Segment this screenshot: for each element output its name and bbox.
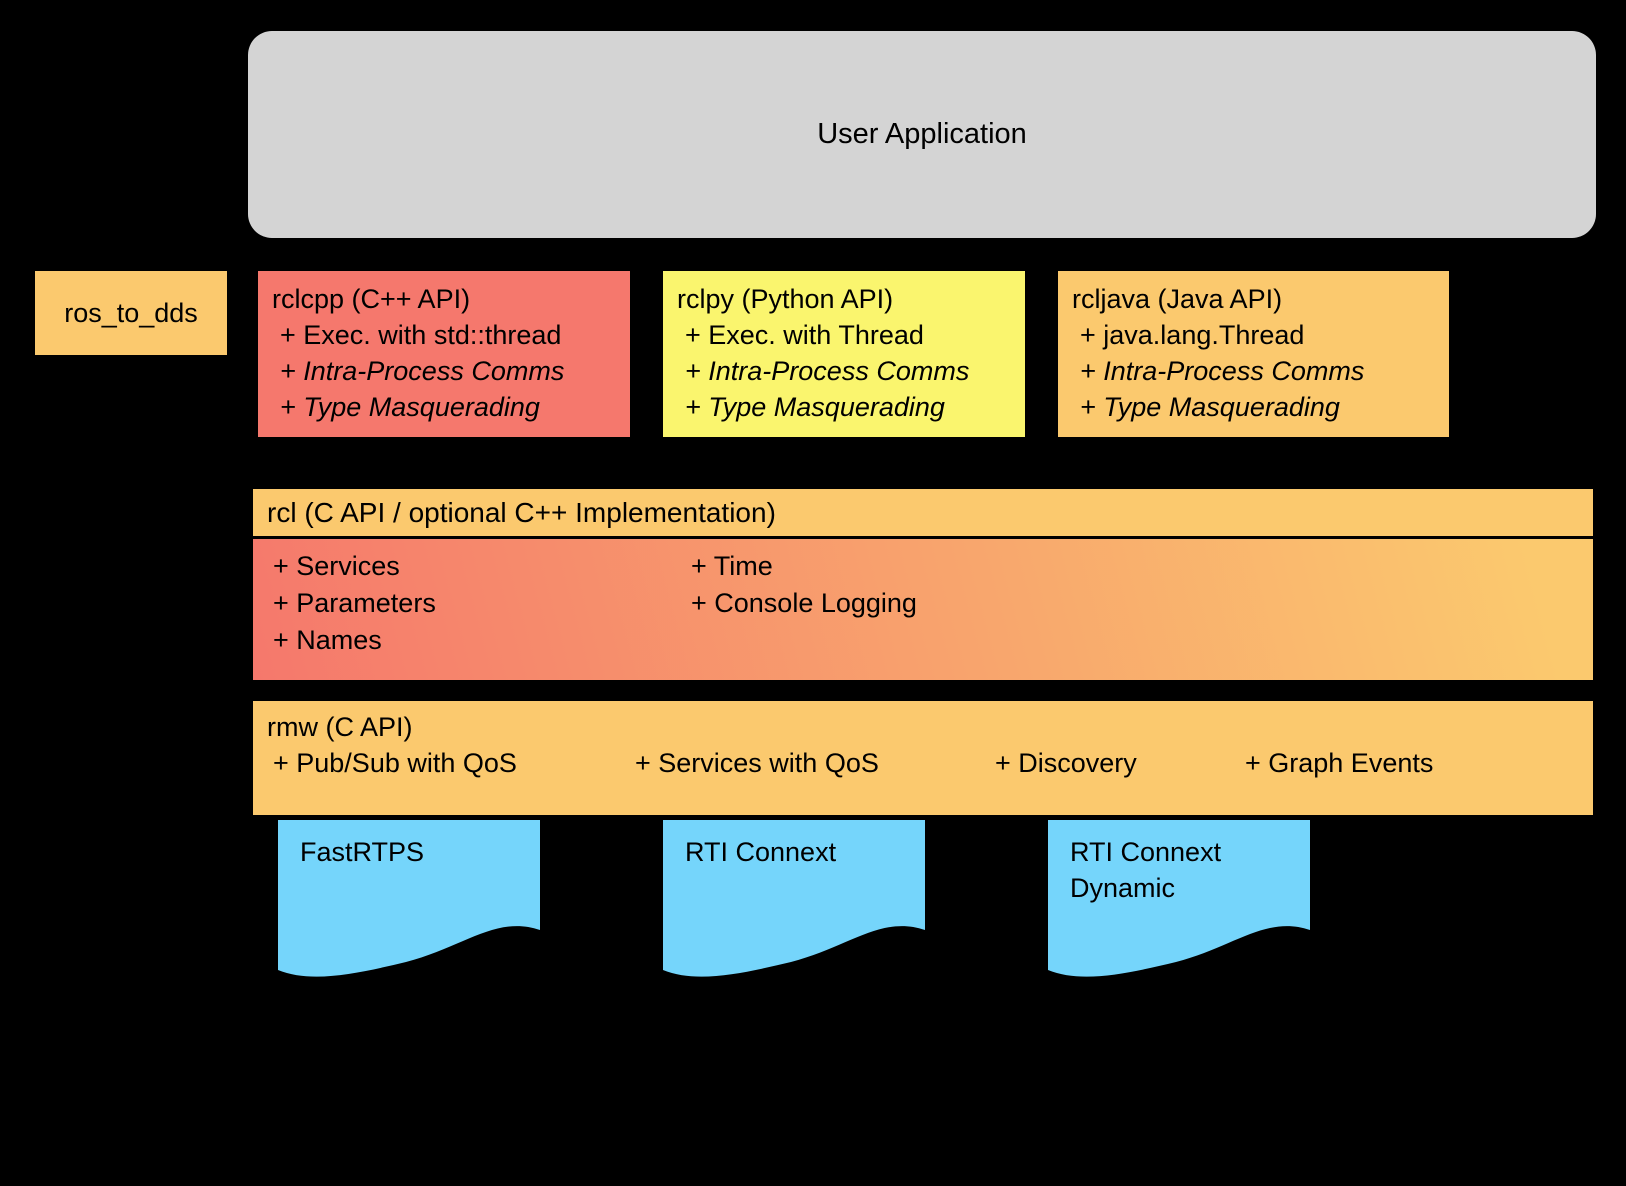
rclcpp-feature: + Intra-Process Comms	[280, 356, 565, 386]
rclcpp-feature: + Type Masquerading	[280, 392, 540, 422]
rcl-feature: + Names	[273, 625, 382, 655]
rclcpp-title: rclcpp (C++ API)	[272, 284, 471, 314]
rti-connext-dynamic-box: RTI Connext Dynamic	[1048, 820, 1310, 995]
rcl-feature: + Console Logging	[691, 588, 917, 618]
rmw-feature: + Discovery	[995, 748, 1137, 778]
rmw-feature: + Pub/Sub with QoS	[273, 748, 517, 778]
rclpy-box: rclpy (Python API) + Exec. with Thread +…	[660, 268, 1028, 440]
flag-shape	[663, 820, 925, 977]
rcl-feature: + Parameters	[273, 588, 436, 618]
flag-shape	[1048, 820, 1310, 977]
rcljava-feature: + Type Masquerading	[1080, 392, 1340, 422]
rclcpp-box: rclcpp (C++ API) + Exec. with std::threa…	[255, 268, 633, 440]
rcljava-title: rcljava (Java API)	[1072, 284, 1283, 314]
rti-connext-label: RTI Connext	[685, 837, 837, 867]
rclcpp-feature: + Exec. with std::thread	[280, 320, 562, 350]
rcl-box: rcl (C API / optional C++ Implementation…	[250, 486, 1596, 683]
rcljava-box: rcljava (Java API) + java.lang.Thread + …	[1055, 268, 1452, 440]
rcl-feature: + Services	[273, 551, 400, 581]
rclpy-feature: + Intra-Process Comms	[685, 356, 970, 386]
fastrtps-label: FastRTPS	[300, 837, 425, 867]
rcl-title: rcl (C API / optional C++ Implementation…	[267, 496, 776, 528]
fastrtps-box: FastRTPS	[278, 820, 540, 995]
rmw-feature: + Services with QoS	[635, 748, 879, 778]
rcl-feature-column-2: + Time + Console Logging	[691, 548, 917, 622]
rclpy-feature: + Type Masquerading	[685, 392, 945, 422]
rcl-feature-column-1: + Services + Parameters + Names	[273, 548, 436, 659]
rcljava-feature: + java.lang.Thread	[1080, 320, 1305, 350]
rcl-header: rcl (C API / optional C++ Implementation…	[250, 486, 1596, 539]
rti-connext-box: RTI Connext	[663, 820, 925, 995]
ros-to-dds-box: ros_to_dds	[32, 268, 230, 358]
rclpy-title: rclpy (Python API)	[677, 284, 894, 314]
user-application-box: User Application	[248, 31, 1596, 238]
rti-connext-dynamic-label: RTI Connext Dynamic	[1070, 837, 1222, 903]
rmw-box: rmw (C API) + Pub/Sub with QoS + Service…	[250, 698, 1596, 818]
flag-shape	[278, 820, 540, 977]
rcl-feature: + Time	[691, 551, 773, 581]
rcl-body: + Services + Parameters + Names + Time +…	[250, 539, 1596, 683]
rmw-feature: + Graph Events	[1245, 748, 1434, 778]
rclpy-feature: + Exec. with Thread	[685, 320, 924, 350]
rmw-title: rmw (C API)	[267, 712, 413, 742]
rcljava-feature: + Intra-Process Comms	[1080, 356, 1365, 386]
ros-to-dds-label: ros_to_dds	[64, 297, 198, 328]
user-application-label: User Application	[817, 118, 1027, 150]
